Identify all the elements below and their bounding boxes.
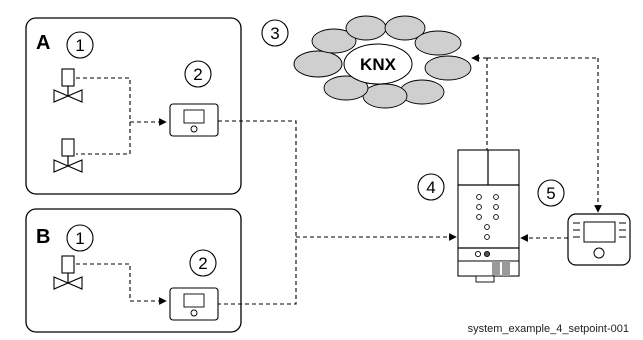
callout-valve-b: 1 [66, 224, 94, 252]
callout-controller-a: 2 [184, 60, 212, 88]
zone-b-label: B [36, 226, 50, 248]
callout-valve-a-number: 1 [75, 36, 84, 55]
valve-icon [53, 138, 83, 173]
callout-valve-a: 1 [66, 31, 94, 59]
callout-knx: 3 [261, 19, 289, 47]
zone-b: B 1 2 [25, 208, 242, 333]
zone-a-label: A [36, 32, 50, 54]
valve-icon [53, 68, 83, 103]
callout-room-unit-number: 5 [546, 184, 555, 203]
figure-caption: system_example_4_setpoint-001 [468, 323, 629, 335]
valve-link-b [76, 263, 167, 305]
room-unit-display-device [567, 213, 631, 266]
callout-controller-b: 2 [189, 249, 217, 277]
callout-knx-number: 3 [270, 24, 279, 43]
callout-controller-b-number: 2 [198, 254, 207, 273]
knx-gateway-device [457, 149, 520, 283]
valve-link-a [76, 77, 167, 155]
zone-a: A 1 2 [25, 17, 242, 195]
zone-a-frame [25, 17, 242, 195]
callout-gateway: 4 [417, 173, 445, 201]
knx-label: KNX [360, 55, 397, 74]
knx-bus-cloud: KNX [293, 15, 472, 109]
callout-room-unit: 5 [537, 179, 565, 207]
callout-controller-a-number: 2 [193, 65, 202, 84]
callout-valve-b-number: 1 [75, 229, 84, 248]
controller-to-gateway-link [218, 120, 457, 305]
knx-link [471, 54, 602, 213]
valve-icon [53, 255, 83, 290]
callout-gateway-number: 4 [426, 178, 435, 197]
room-controller-icon [169, 287, 219, 321]
room-controller-icon [169, 103, 219, 137]
